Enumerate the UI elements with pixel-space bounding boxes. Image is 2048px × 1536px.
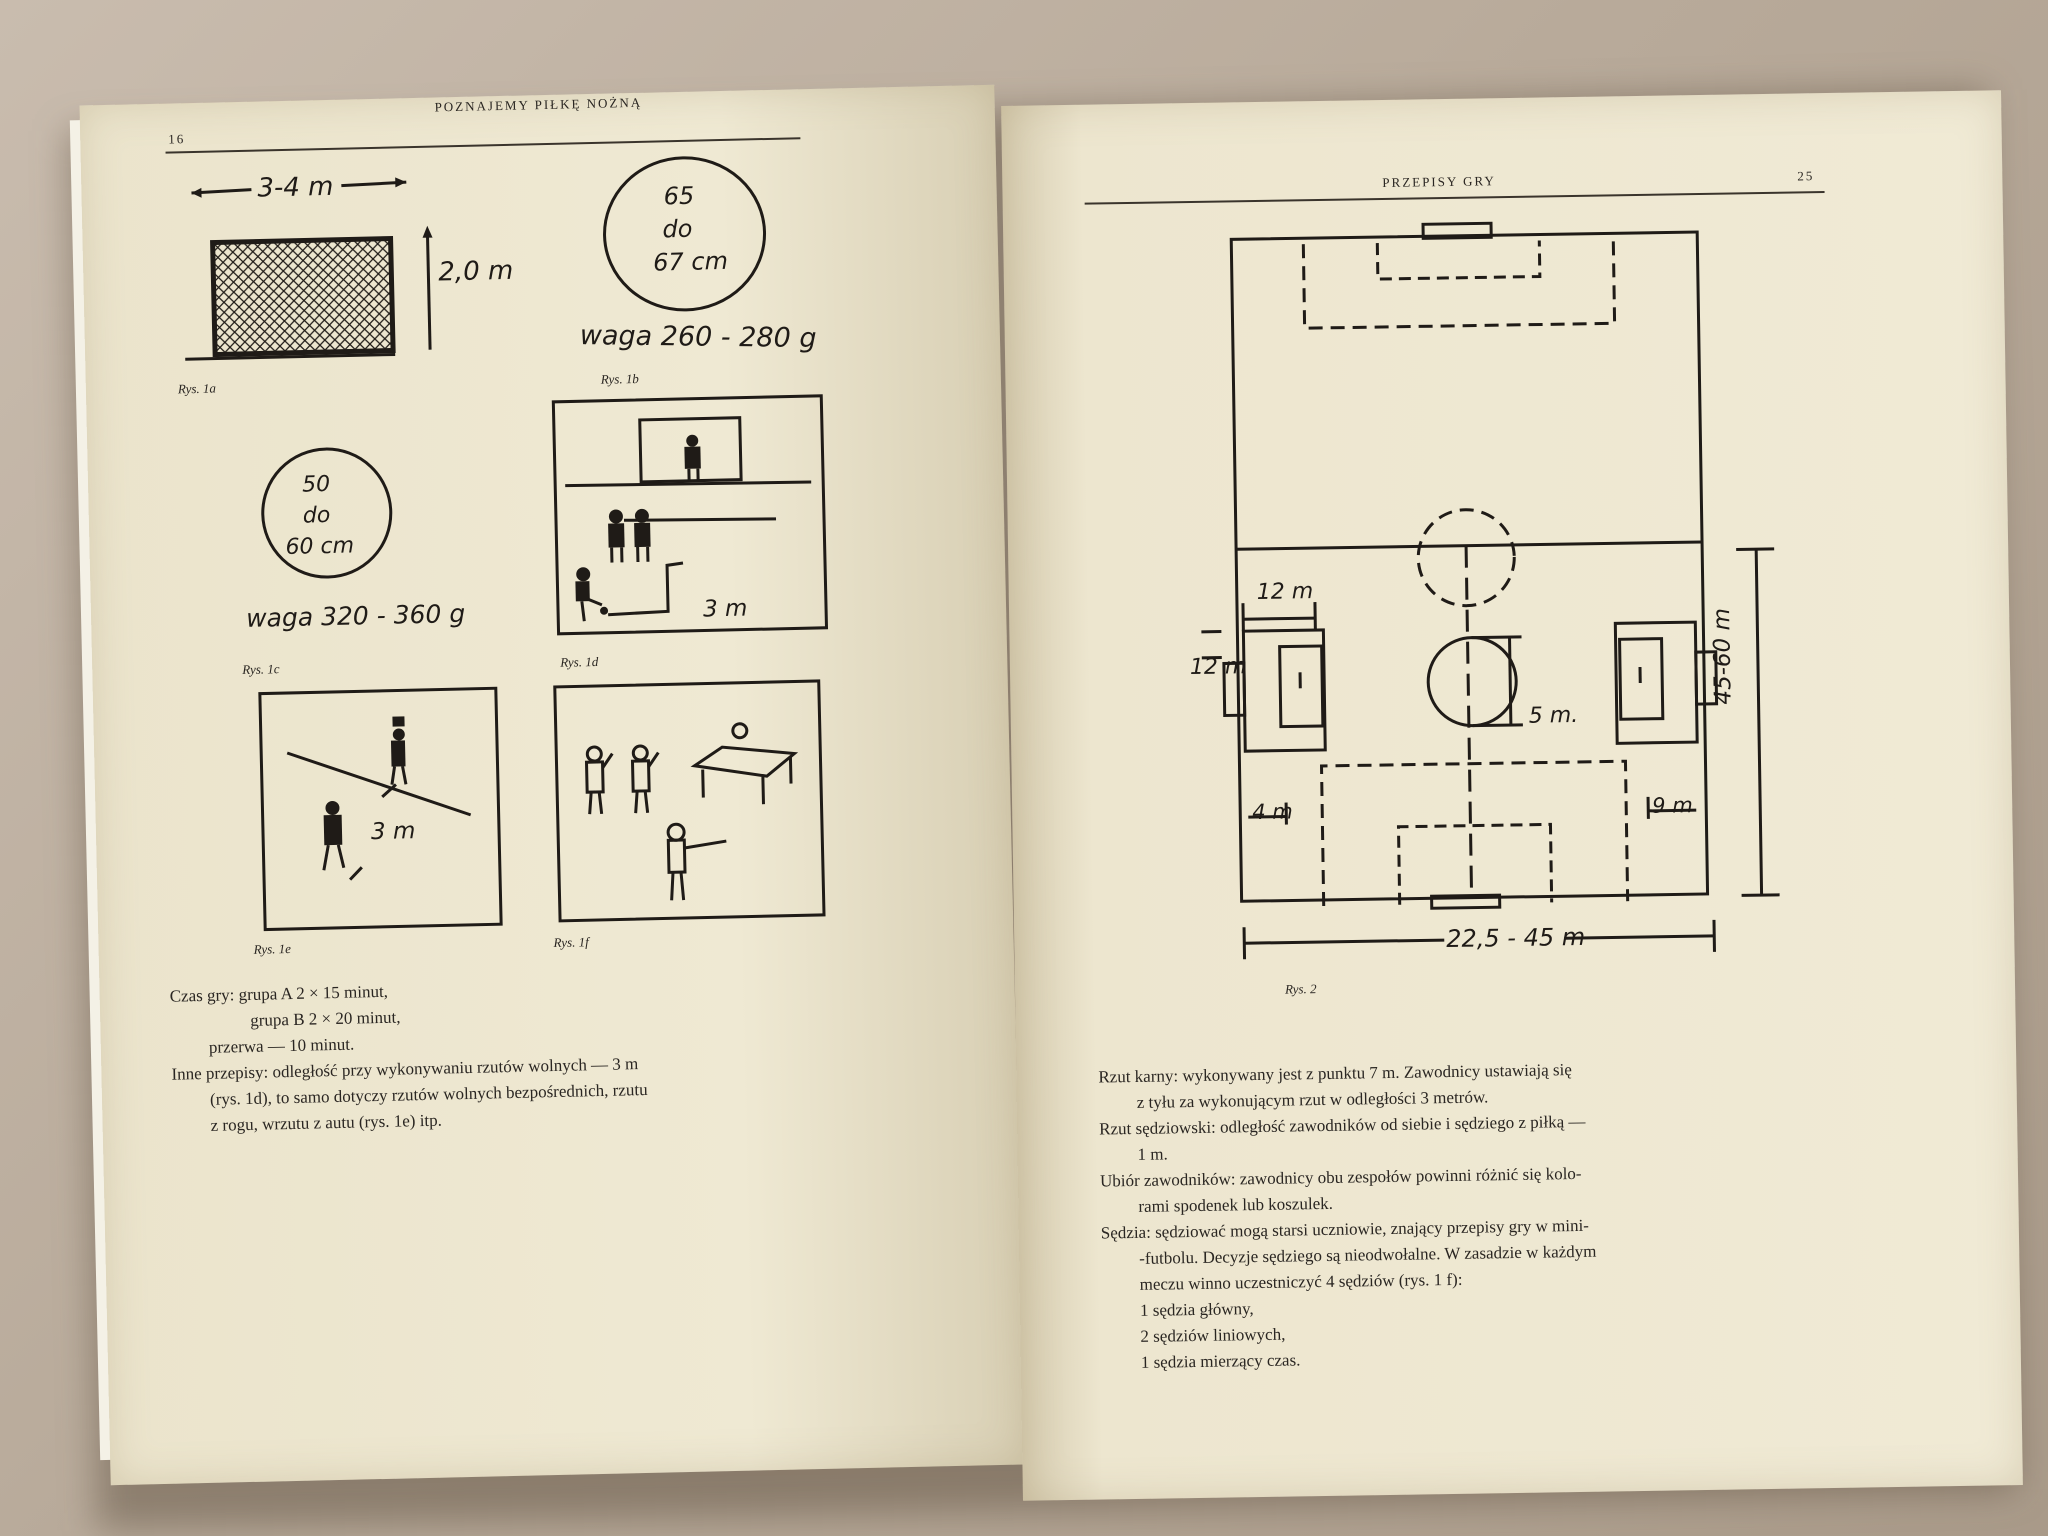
fig-2-goal-area-width-label: 12 m [1256,579,1314,605]
fig-1d-free-kick-drawing [551,394,829,636]
right-page-number: 25 [1797,168,1815,184]
fig-1a-goal-drawing [185,177,433,361]
fig-2-length-label: 45-60 m [1709,607,1737,705]
kicker-figure [575,567,609,622]
goalkeeper-figure [684,434,701,481]
fig-2-caption: Rys. 2 [1284,981,1317,997]
fig-2-left-zone-label: 4 m [1252,799,1293,825]
receiver-figure [322,800,346,871]
fig-1c-ball-size-line3: 60 cm [285,533,355,560]
right-page: PRZEPISY GRY 25 [1001,90,2023,1501]
wall-players-figure [608,508,651,563]
fig-2-pitch-drawing [1201,221,1780,960]
fig-1f-referees-drawing [553,679,826,923]
fig-2-goal-area-depth-label: 12 m [1189,654,1247,681]
fig-1b-ball-drawing [603,156,767,312]
fig-1a-caption: Rys. 1a [177,380,217,397]
fig-2-right-zone-label: 9 m [1651,793,1693,818]
left-page-text: Czas gry: grupa A 2 × 15 minut, grupa B … [169,973,648,1140]
thrower-figure [390,716,408,785]
fig-1d-distance-label: 3 m [702,595,748,623]
fig-1b-ball-size-line2: do [662,214,693,244]
fig-1d-caption: Rys. 1d [560,653,599,670]
timekeeper-table-figure [690,722,799,805]
left-running-head: POZNAJEMY PIŁKĘ NOŻNĄ [434,94,643,115]
fig-2-center-circle-label: 5 m. [1528,702,1579,729]
right-running-head: PRZEPISY GRY [1382,173,1496,190]
fig-1b-ball-size-line3: 67 cm [652,246,729,277]
fig-1e-distance-label: 3 m [370,818,416,846]
main-referee-figure [666,822,727,901]
fig-1f-caption: Rys. 1f [553,934,589,951]
fig-1c-ball-drawing [261,447,393,579]
fig-1b-ball-size-line1: 65 [663,181,695,211]
fig-1c-weight: waga 320 - 360 g [245,598,466,633]
fig-1c-ball-size-line2: do [302,502,331,529]
linesman-figures [584,744,660,815]
left-page: 16 POZNAJEMY PIŁKĘ NOŻNĄ 3-4 m 2,0 m Rys… [79,84,1026,1486]
fig-1b-weight: waga 260 - 280 g [579,320,817,355]
fig-1e-throw-in-drawing [258,686,503,932]
left-page-number: 16 [168,131,186,147]
fig-1c-ball-size-line1: 50 [301,471,331,498]
right-header-rule [1084,191,1825,205]
fig-2-width-label: 22,5 - 45 m [1446,922,1586,954]
fig-1c-caption: Rys. 1c [242,661,280,678]
right-page-text: Rzut karny: wykonywany jest z punktu 7 m… [1098,1057,1598,1377]
fig-1e-caption: Rys. 1e [253,940,292,957]
fig-1b-caption: Rys. 1b [600,370,640,387]
fig-1a-height-label: 2,0 m [438,255,514,288]
fig-1a-width-label: 3-4 m [257,171,334,204]
